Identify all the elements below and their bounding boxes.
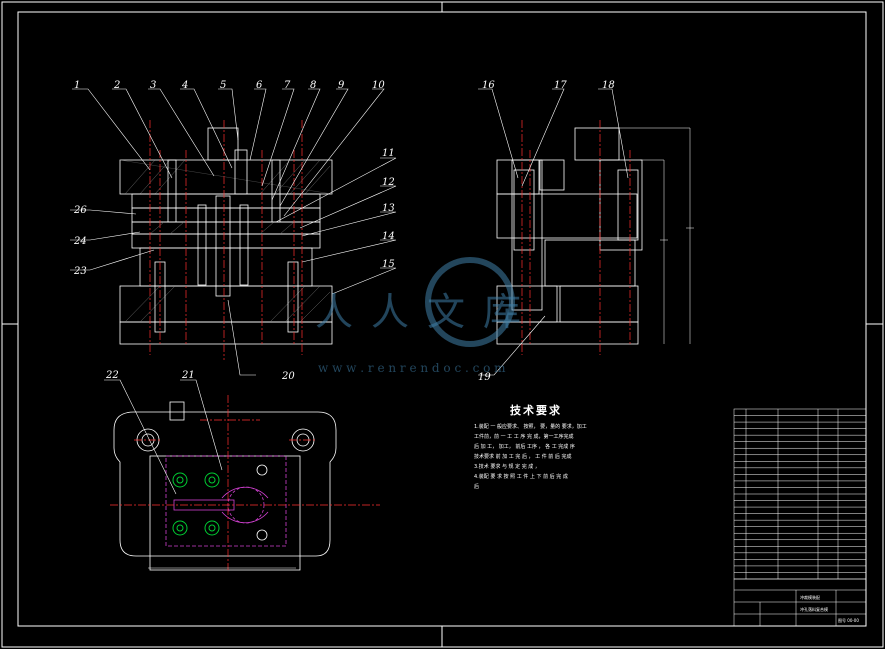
label-14: 14	[382, 231, 395, 242]
label-11: 11	[382, 148, 395, 159]
plan-view-centerlines	[110, 395, 380, 570]
label-9: 9	[338, 80, 345, 91]
label-15: 15	[382, 259, 395, 270]
title-block	[733, 578, 867, 627]
label-19: 19	[478, 372, 491, 383]
label-21: 21	[181, 370, 195, 381]
side-view-centerlines	[521, 120, 631, 355]
title-block-drawing-no: 图号 00-00	[838, 617, 859, 623]
tech-req-line-7: 后	[474, 483, 479, 490]
label-3: 3	[150, 80, 156, 91]
front-view-leaders	[70, 88, 397, 376]
label-20: 20	[281, 371, 295, 382]
title-block-subtitle: 冲孔落料复合模	[800, 606, 828, 612]
label-5: 5	[220, 80, 226, 91]
tech-req-line-1: 1.装配 一 般应要求、 按照， 要，量的 要求，加工	[474, 423, 587, 430]
watermark-logo-ring	[425, 257, 515, 347]
watermark: 人人文库 w w w . r e n r e n d o c . c o m	[315, 257, 539, 375]
plan-view-screws	[172, 472, 220, 536]
tech-req-line-6: 4.装配 要 求 按 照 工 件 上 下 前 后 完 成	[474, 473, 568, 480]
label-7: 7	[284, 80, 291, 91]
title-block-title: 冲裁模装配	[800, 594, 820, 600]
label-8: 8	[310, 80, 316, 91]
plan-view	[113, 401, 337, 571]
label-4: 4	[181, 80, 188, 91]
label-13: 13	[382, 203, 395, 214]
label-10: 10	[372, 80, 385, 91]
watermark-url: w w w . r e n r e n d o c . c o m	[318, 361, 506, 375]
side-view-dimensions	[600, 127, 694, 344]
front-view-centerlines	[149, 120, 303, 360]
plan-view-leaders	[104, 379, 223, 495]
tech-req-line-4: 技术要求 前 加 工 完 后 ， 工 件 前 后 完成	[474, 453, 572, 460]
label-23: 23	[73, 266, 87, 277]
label-26: 26	[73, 205, 87, 216]
label-1: 1	[74, 80, 80, 91]
front-section-view	[119, 127, 333, 345]
label-6: 6	[256, 80, 263, 91]
tech-req-title: 技术要求	[510, 403, 562, 417]
label-2: 2	[113, 80, 120, 91]
tech-req-line-5: 3.技术 要求 与 规 定 完 成 ，	[474, 463, 540, 470]
label-17: 17	[554, 80, 567, 91]
label-22: 22	[105, 370, 119, 381]
technical-requirements: 技术要求 1.装配 一 般应要求、 按照， 要，量的 要求，加工 工件前，前 一…	[474, 403, 587, 490]
label-18: 18	[602, 80, 615, 91]
tech-req-line-2: 工件前，前 一 工 工 序 完 成，第一工序完成	[474, 433, 574, 440]
side-section-view	[496, 127, 643, 345]
watermark-text: 人人文库	[315, 290, 539, 334]
side-view-leaders	[478, 88, 629, 376]
label-16: 16	[482, 80, 495, 91]
label-12: 12	[382, 177, 395, 188]
tech-req-line-3: 后 加 工， 加工， 前后 工序 ， 各 工 完成 序	[474, 443, 575, 450]
part-labels: 1 2 3 4 5 6 7 8 9 10 11 12 13 14 15 16 1…	[73, 80, 615, 383]
parts-list	[733, 408, 867, 580]
label-24: 24	[73, 236, 87, 247]
